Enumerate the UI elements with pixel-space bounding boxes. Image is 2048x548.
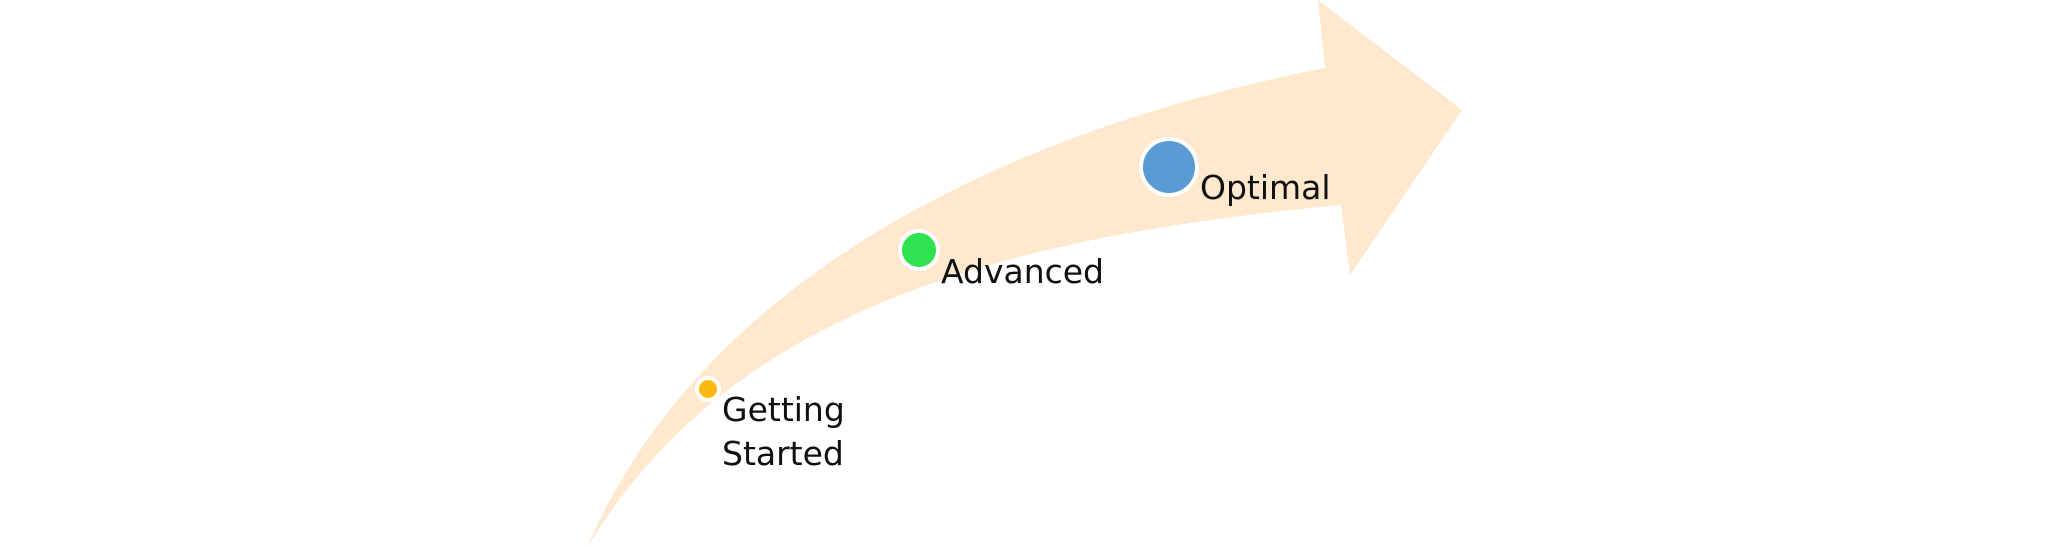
getting-started-label: Getting Started xyxy=(722,390,845,473)
advanced-label: Advanced xyxy=(941,252,1105,291)
growth-arrow xyxy=(587,0,1462,548)
advanced-marker xyxy=(898,229,940,271)
optimal-marker xyxy=(1139,137,1199,197)
optimal-label: Optimal xyxy=(1200,168,1331,207)
getting-started-marker xyxy=(695,376,721,402)
